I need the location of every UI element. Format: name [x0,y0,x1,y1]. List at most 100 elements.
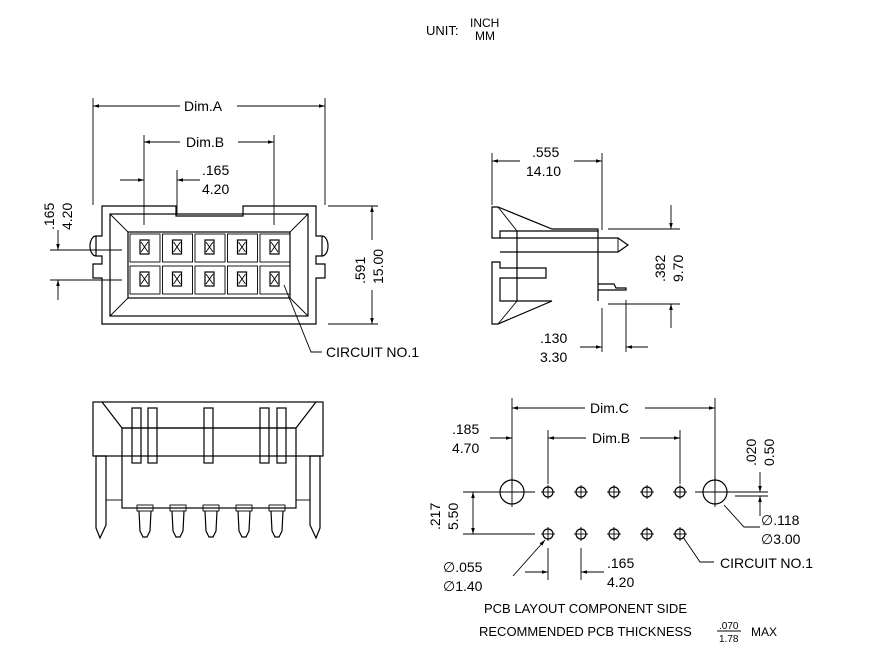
row-spacing-inch: .217 [427,503,443,530]
bottom-body [121,427,297,509]
pin-hole [673,527,687,541]
row-pitch-inch: .165 [41,203,57,230]
cavity [162,265,193,295]
circuit-label-pcb: CIRCUIT NO.1 [720,555,813,571]
peg-dia-mm: ∅3.00 [761,531,801,547]
bottom-rib-4 [259,407,270,464]
pin-hole [541,485,555,499]
bottom-pins [136,504,286,538]
cavity [227,265,258,295]
tail-mm: 3.30 [540,349,567,365]
dim-b-label: Dim.B [186,134,224,150]
bottom-rib-3 [203,407,214,464]
side-chamfer-bottom [497,300,518,325]
pitch-inch: .165 [202,162,229,178]
cavity-block [127,231,291,299]
unit-mm: MM [475,29,495,43]
side-tail [598,283,627,291]
unit-inch: INCH [470,16,499,30]
pin-hole [607,485,621,499]
side-chamfer-top [497,206,518,232]
pin-hole [640,527,654,541]
front-view: Dim.A Dim.B .165 4.20 .165 4.20 [41,98,419,360]
hole-dia-mm: ∅1.40 [443,578,483,594]
latch-left [89,235,97,257]
side-pin [500,237,630,253]
circuit-label-front: CIRCUIT NO.1 [326,344,419,360]
row-spacing-mm: 5.50 [445,503,461,530]
bottom-latch-left [95,455,107,540]
chamfer-tr [289,213,309,233]
bottom-rib-2 [147,407,158,464]
bottom-flange [92,401,324,457]
cavity [227,233,258,263]
peg-offset-inch: .020 [743,439,759,466]
pin-hole [574,485,588,499]
circuit-leader-front [283,284,322,353]
peg-offset-mm: 0.50 [761,439,777,466]
bottom-pin [169,504,187,538]
bottom-rib-1 [131,407,142,464]
offset-inch: .185 [452,421,479,437]
side-body-top [491,206,599,239]
cavity [259,233,291,263]
circuit-leader-pcb [682,536,714,563]
hole-dia-leader [512,539,546,577]
peg-dia-inch: ∅.118 [761,512,800,528]
thickness-mm: 1.78 [719,634,739,645]
chamfer-bl [109,297,129,317]
bottom-pin [136,504,154,538]
pin-hole [607,527,621,541]
cavity [194,233,226,263]
bottom-pin [268,504,286,538]
chamfer-tl [109,213,129,233]
height-mm: 15.00 [370,249,386,284]
cavity [162,233,193,263]
cavity-grid [129,233,291,295]
side-body-bottom [491,261,553,325]
pcb-dim-b-label: Dim.B [592,430,630,446]
unit-label: UNIT: [426,23,459,38]
pin-height-inch: .382 [652,255,668,282]
side-view: .555 14.10 .382 9.70 .130 3.30 [491,144,686,365]
pitch-mm: 4.20 [202,181,229,197]
tail-inch: .130 [540,330,567,346]
housing-outline [92,205,326,325]
offset-mm: 4.70 [452,440,479,456]
pcb-pitch-inch: .165 [607,555,634,571]
bottom-pin [202,504,220,538]
bottom-rib-5 [276,407,287,464]
pcb-pitch-mm: 4.20 [607,574,634,590]
thickness-suffix: MAX [751,625,777,639]
thickness-inch: .070 [719,621,739,632]
latch-right [321,235,329,257]
bottom-pin [235,504,253,538]
unit-legend: UNIT: INCH MM [426,16,499,43]
pin-hole [640,485,654,499]
depth-inch: .555 [532,144,559,160]
height-inch: .591 [352,257,368,284]
bottom-chamfer [101,401,317,429]
pin-holes [541,485,687,541]
thickness-label: RECOMMENDED PCB THICKNESS [479,624,692,639]
row-pitch-mm: 4.20 [59,203,75,230]
pcb-title: PCB LAYOUT COMPONENT SIDE [484,601,687,616]
hole-dia-inch: ∅.055 [443,559,483,575]
peg-dia-leader [723,504,760,528]
pin-hole [541,527,555,541]
depth-mm: 14.10 [526,163,561,179]
bottom-latch-right [309,455,321,540]
bottom-view [92,401,324,540]
pin-hole [673,485,687,499]
pin-hole [574,527,588,541]
cavity [129,233,161,263]
pcb-layout: Dim.C Dim.B .185 4.70 .217 5.50 .020 0.5… [427,398,813,645]
dim-c-label: Dim.C [590,400,629,416]
chamfer-br [289,297,309,317]
cavity [129,265,161,295]
dim-a-label: Dim.A [184,98,223,114]
housing-inner [109,213,309,317]
pin-height-mm: 9.70 [670,255,686,282]
cavity [194,265,226,295]
